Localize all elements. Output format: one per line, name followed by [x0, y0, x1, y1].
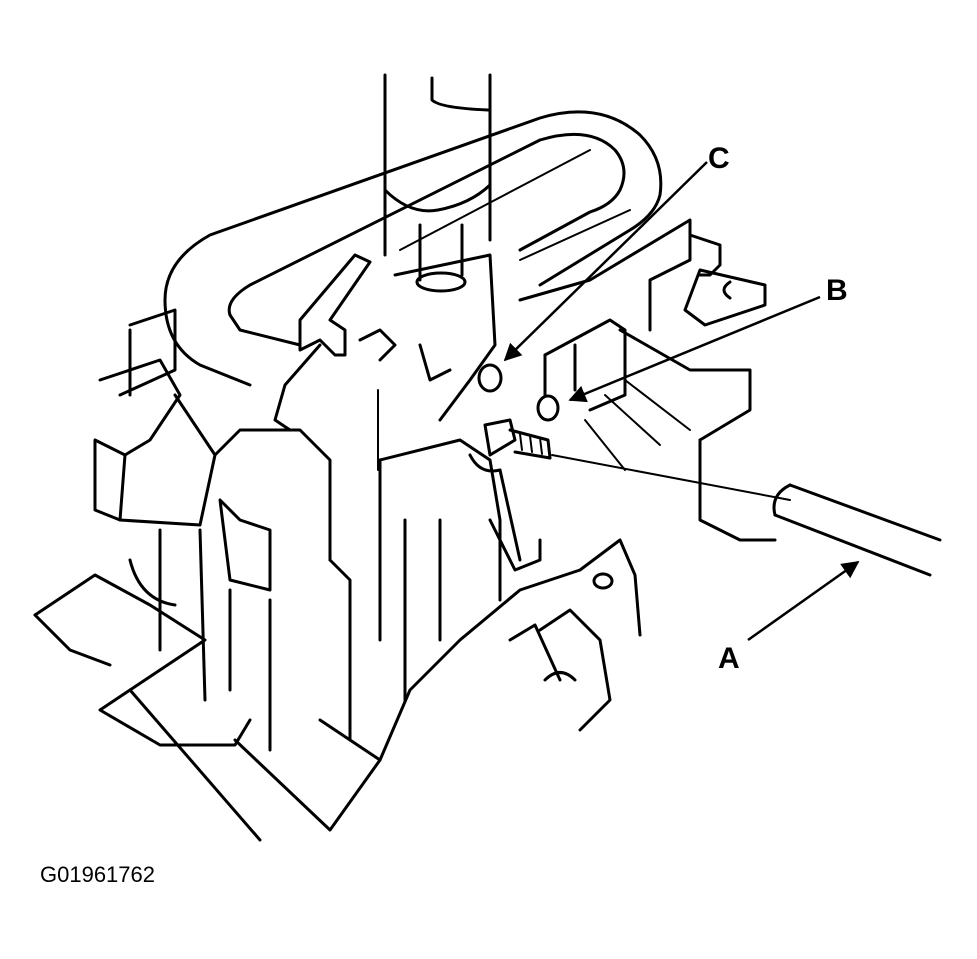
release-bolt: [468, 418, 552, 562]
callout-a-leader: [747, 560, 860, 642]
figure-id: G01961762: [40, 862, 155, 887]
callout-a-label: A: [718, 642, 740, 675]
base-plate: [33, 538, 642, 842]
lock-bracket: [273, 253, 503, 432]
callout-b-label: B: [826, 274, 848, 307]
callout-c-leader: [503, 161, 708, 362]
console-base-center: [213, 389, 542, 752]
callout-c-label: C: [708, 142, 730, 175]
tool-rod: [551, 454, 942, 577]
callout-leaders: [503, 161, 860, 642]
callout-b-leader: [568, 295, 821, 403]
shift-lock-solenoid: [518, 218, 777, 542]
gate-housing: [163, 110, 663, 387]
console-base-left: [93, 308, 217, 702]
shift-lever-shaft: [383, 73, 492, 293]
